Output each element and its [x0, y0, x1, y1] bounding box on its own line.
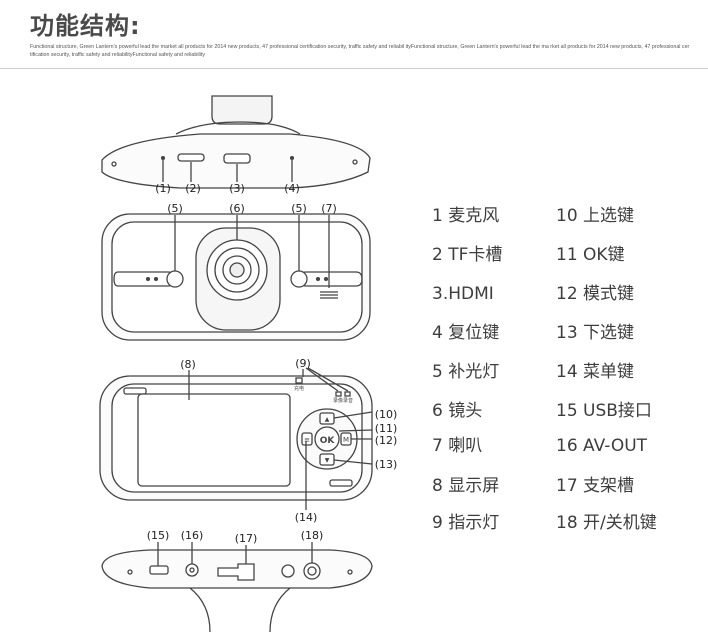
- speaker-icon: [320, 291, 338, 299]
- callout-1: (1): [155, 182, 171, 195]
- legend-item: 15 USB接口: [556, 401, 652, 421]
- legend-item: 2 TF卡槽: [432, 245, 503, 265]
- bottom-view: [101, 542, 373, 633]
- legend-item: 1 麦克风: [432, 206, 500, 226]
- header: 功能结构: Functional structure, Green Lanter…: [0, 0, 708, 69]
- menu-button[interactable]: [301, 432, 313, 446]
- callout-13: (13): [375, 458, 398, 471]
- legend-item: 14 菜单键: [556, 362, 635, 382]
- legend-item: 7 喇叭: [432, 436, 483, 456]
- legend-item: 4 复位键: [432, 323, 500, 343]
- display-screen: [137, 393, 291, 487]
- legend-item: 11 OK键: [556, 245, 625, 265]
- mode-button-label: M: [343, 436, 349, 444]
- indicator-light-audio: [344, 391, 351, 397]
- legend-item: 5 补光灯: [432, 362, 500, 382]
- power-button[interactable]: [303, 562, 321, 580]
- top-view: [101, 95, 371, 189]
- callout-17: (17): [235, 532, 258, 545]
- ok-button-label: OK: [320, 436, 336, 446]
- legend-item: 16 AV-OUT: [556, 436, 648, 456]
- callout-5a: (5): [167, 202, 183, 215]
- callout-9: (9): [295, 357, 311, 370]
- reset-hole-icon: [289, 155, 295, 161]
- legend-item: 3.HDMI: [432, 284, 494, 304]
- up-button-label: ▲: [325, 416, 330, 423]
- legend-right: 10 上选键 11 OK键 12 模式键 13 下选键 14 菜单键 15 US…: [556, 204, 686, 544]
- callout-12: (12): [375, 434, 398, 447]
- legend-item: 9 指示灯: [432, 513, 500, 533]
- down-button[interactable]: [319, 453, 335, 466]
- indicator-label-charge: 充电: [294, 385, 304, 392]
- tf-slot-icon: [177, 153, 205, 162]
- callout-5b: (5): [291, 202, 307, 215]
- menu-button-label: ≡: [304, 436, 310, 444]
- legend-item: 18 开/关机键: [556, 513, 657, 533]
- microphone-icon: [160, 155, 166, 161]
- legend-item: 13 下选键: [556, 323, 635, 343]
- callout-18: (18): [301, 529, 324, 542]
- indicator-label-audio: 录音: [343, 397, 353, 404]
- up-button[interactable]: [319, 412, 335, 425]
- usb-port-icon: [149, 565, 169, 575]
- page-title: 功能结构:: [30, 12, 141, 40]
- legend-item: 6 镜头: [432, 401, 483, 421]
- callout-7: (7): [321, 202, 337, 215]
- fill-light-left-icon: [166, 270, 184, 288]
- av-out-icon: [185, 563, 199, 577]
- callout-16: (16): [181, 529, 204, 542]
- callout-6: (6): [229, 202, 245, 215]
- indicator-label-record: 录像: [333, 397, 343, 404]
- legend-item: 8 显示屏: [432, 476, 500, 496]
- hdmi-port-icon: [223, 153, 251, 164]
- back-view: [99, 367, 373, 510]
- ok-button[interactable]: [314, 426, 340, 452]
- legend-item: 17 支架槽: [556, 476, 635, 496]
- legend-item: 12 模式键: [556, 284, 635, 304]
- callout-3: (3): [229, 182, 245, 195]
- front-view: [101, 213, 371, 341]
- bracket-slot-icon: [217, 563, 255, 581]
- callout-11: (11): [375, 422, 398, 435]
- indicator-light-charge: [295, 377, 303, 384]
- callout-8: (8): [180, 358, 196, 371]
- callout-14: (14): [295, 511, 318, 524]
- callout-10: (10): [375, 408, 398, 421]
- legend-item: 10 上选键: [556, 206, 635, 226]
- header-description: Functional structure, Green Lantern's po…: [30, 44, 690, 58]
- fill-light-right-icon: [290, 270, 308, 288]
- callout-15: (15): [147, 529, 170, 542]
- down-button-label: ▼: [325, 457, 330, 464]
- callout-4: (4): [284, 182, 300, 195]
- callout-2: (2): [185, 182, 201, 195]
- indicator-light-record: [335, 391, 342, 397]
- legend-left: 1 麦克风 2 TF卡槽 3.HDMI 4 复位键 5 补光灯 6 镜头 7 喇…: [432, 204, 542, 544]
